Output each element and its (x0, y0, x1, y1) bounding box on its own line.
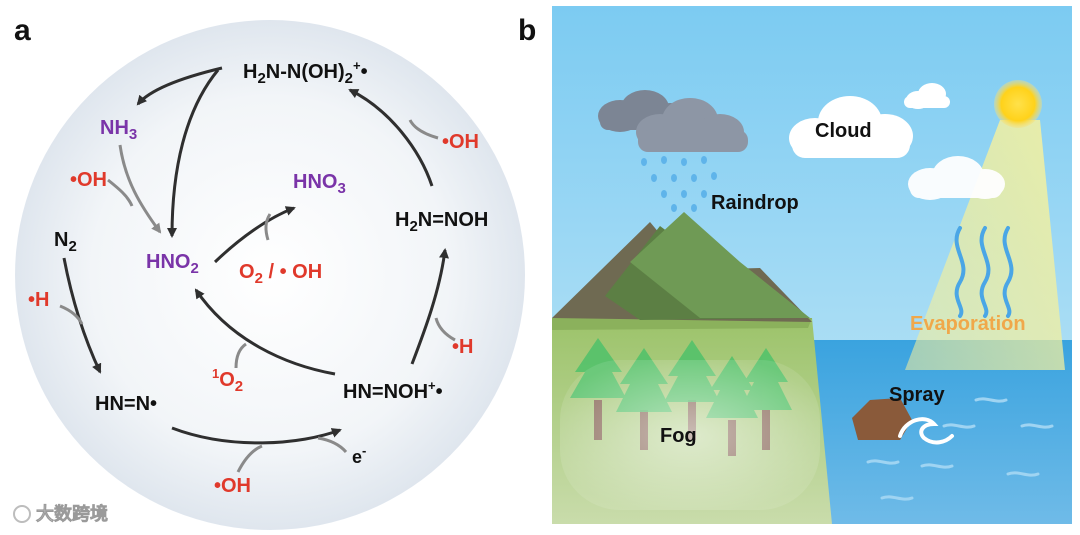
arrow-hnn-to-hnnoh (171, 426, 342, 445)
sea (800, 340, 1072, 524)
arrow-h2nnoh-to-top (348, 88, 434, 187)
reagent-h-right: •H (452, 336, 473, 358)
rain-cloud-icon (598, 90, 748, 152)
oh-inlet-top-right (408, 119, 439, 140)
panel-a-label: a (14, 14, 31, 47)
species-hno2: HNO2 (146, 251, 199, 277)
species-h2n-n-oh2-radical: H2N-N(OH)2+• (243, 58, 368, 87)
reagent-singlet-oxygen: 1O2 (212, 366, 243, 395)
arrow-to-nh3 (136, 66, 223, 106)
sunlit-cloud-icon (908, 156, 1005, 200)
species-nh3: NH3 (100, 117, 137, 143)
species-n2: N2 (54, 229, 77, 255)
label-fog: Fog (660, 425, 697, 447)
species-hn-noh-cation-radical: HN=NOH+• (343, 378, 443, 403)
species-h2n-noh: H2N=NOH (395, 209, 488, 235)
white-cloud-icon (789, 96, 913, 158)
rock-icon (852, 398, 912, 440)
spray-wave-icon (898, 417, 954, 445)
evaporation-vapor-icon (954, 226, 1014, 318)
arrow-hnnoh-to-h2nnoh (410, 248, 449, 365)
o2-oh-inlet (264, 213, 272, 241)
label-spray: Spray (889, 384, 945, 406)
oh-inlet-nh3-branch (107, 178, 134, 207)
species-hn-n-radical: HN=N• (95, 393, 157, 415)
arrow-hnnoh-to-hno2 (194, 288, 336, 376)
panel-b: b (518, 6, 1072, 524)
reagent-oh-top-right: •OH (442, 131, 479, 153)
species-hno3: HNO3 (293, 171, 346, 197)
panel-b-label: b (518, 14, 536, 47)
sunbeam (905, 120, 1065, 370)
raindrops-icon (641, 156, 717, 212)
h-inlet-right (434, 317, 456, 342)
label-raindrop: Raindrop (711, 192, 799, 214)
cycle-background-circle (15, 20, 525, 530)
product-electron: e- (352, 443, 366, 467)
arrow-top-to-hno2 (167, 69, 220, 238)
electron-outlet (317, 436, 348, 454)
reagent-oh-left: •OH (70, 169, 107, 191)
reagent-oh-bottom: •OH (214, 475, 251, 497)
watermark-text: 大数跨境 (36, 503, 108, 524)
watermark-logo-icon (13, 505, 31, 523)
h-inlet-left (59, 304, 84, 325)
sun-icon (994, 80, 1042, 128)
fog-haze (560, 360, 820, 510)
singlet-o2-inlet (234, 342, 247, 369)
label-cloud: Cloud (815, 120, 872, 142)
panel-a: a H2N-N(OH)2+• NH3 HNO3 HNO2 N2 H2N=NOH … (14, 14, 525, 530)
oh-inlet-bottom (236, 444, 263, 473)
reagent-o2-oh: O2 / • OH (239, 261, 322, 287)
small-cloud-icon (904, 83, 950, 109)
arrow-hno2-to-hno3 (213, 206, 296, 264)
sea-ripples (866, 397, 1054, 501)
reagent-h-left: •H (28, 289, 49, 311)
arrow-nh3-to-hno2 (118, 144, 162, 234)
mountain-peak (630, 212, 810, 318)
watermark: 大数跨境 (13, 503, 108, 524)
label-evaporation: Evaporation (910, 313, 1026, 335)
